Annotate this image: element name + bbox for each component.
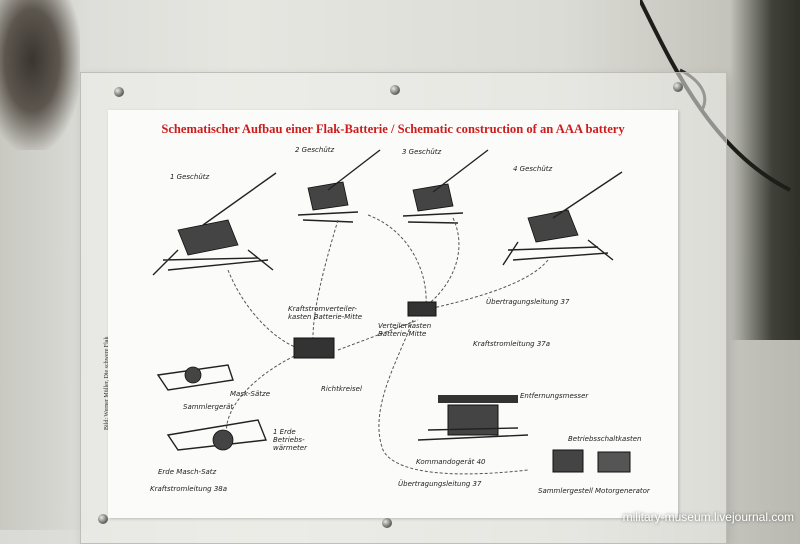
label-gun-1: 1 Geschütz xyxy=(170,173,210,181)
label-motor-generator: Motorgenerator xyxy=(595,487,650,495)
watermark: military-museum.livejournal.com xyxy=(622,510,794,524)
label-collector-frame: Sammlergestell xyxy=(538,487,593,495)
battery-diagram xyxy=(152,149,631,475)
image-credit: Bild: Werner Müller, Die schwere Flak xyxy=(104,336,110,430)
flak-gun-3 xyxy=(402,149,489,224)
background-object xyxy=(0,0,80,150)
label-command-device: Kommandogerät 40 xyxy=(416,458,486,466)
label-directional: Richtkreisel xyxy=(321,385,362,393)
label-distributor-box: Verteilerkasten Batterie-Mitte xyxy=(378,322,432,338)
label-power-line-bottom: Kraftstromleitung 38a xyxy=(150,485,228,493)
screw xyxy=(98,514,108,524)
label-gun-3: 3 Geschütz xyxy=(402,148,442,156)
label-generator: Betriebsschaltkasten xyxy=(568,435,642,443)
collector-vehicle xyxy=(166,419,267,451)
rangefinder xyxy=(417,395,529,441)
label-transmission-bottom: Übertragungsleitung 37 xyxy=(398,480,482,488)
screw xyxy=(390,85,400,95)
screw xyxy=(673,82,683,92)
label-one-unit: 1 Erde Betriebs-wärmeter xyxy=(273,428,307,452)
label-collector: Sammlergerät xyxy=(183,403,234,411)
collector-frame xyxy=(552,449,584,473)
label-power-line: Kraftstromleitung 37a xyxy=(473,340,551,348)
flak-gun-2 xyxy=(297,149,381,223)
distributor-box xyxy=(407,301,437,317)
label-gun-4: 4 Geschütz xyxy=(513,165,553,173)
label-mask-set: Mask-Sätze xyxy=(230,390,271,398)
label-rangefinder: Entfernungsmesser xyxy=(520,392,589,400)
screw xyxy=(382,518,392,528)
flak-gun-4 xyxy=(502,171,623,266)
label-power-distributor: Kraftstromverteiler-kasten Batterie-Mitt… xyxy=(288,305,363,321)
label-transmission-top: Übertragungsleitung 37 xyxy=(486,298,570,306)
label-ground-mask: Erde Masch-Satz xyxy=(158,468,217,476)
mask-set-vehicle xyxy=(156,364,234,391)
background-shadow xyxy=(730,0,800,340)
power-distributor-box xyxy=(293,337,335,359)
info-poster: Schematischer Aufbau einer Flak-Batterie… xyxy=(104,110,678,518)
motor-generator xyxy=(597,451,631,473)
flak-gun-1 xyxy=(152,172,277,276)
screw xyxy=(114,87,124,97)
label-gun-2: 2 Geschütz xyxy=(295,146,335,154)
poster-title: Schematischer Aufbau einer Flak-Batterie… xyxy=(161,122,625,136)
